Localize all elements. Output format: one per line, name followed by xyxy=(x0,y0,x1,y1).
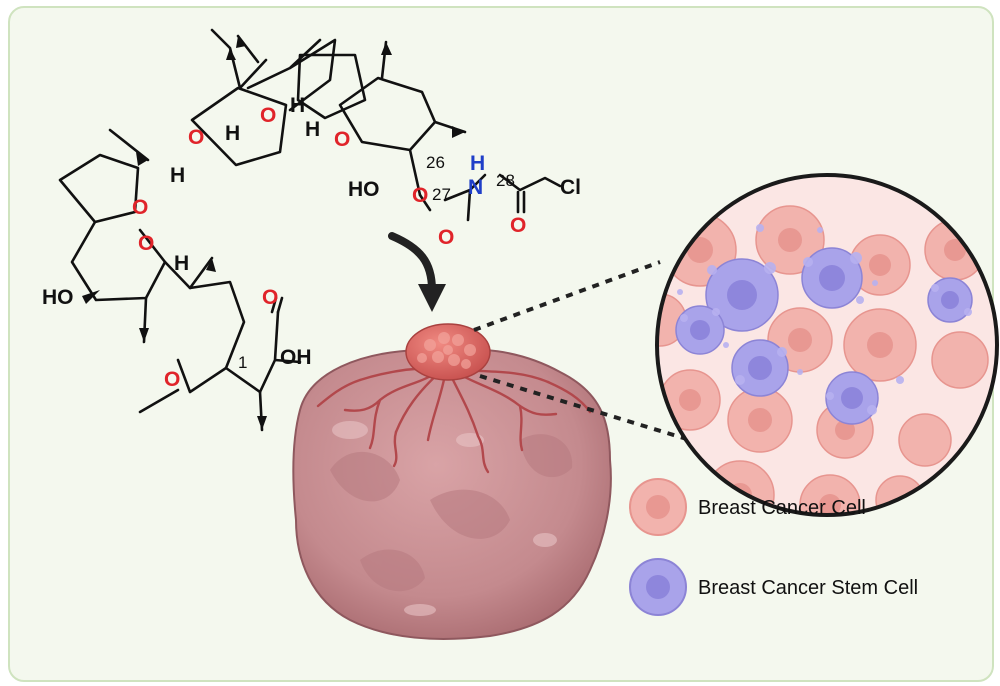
carbon-number-28: 28 xyxy=(496,171,515,190)
ring-thf-3 xyxy=(58,153,140,224)
atom-ho-left: HO xyxy=(42,286,74,309)
ring-thf-1 xyxy=(190,86,288,167)
carbamate-chain xyxy=(418,173,487,222)
atom-cl: Cl xyxy=(560,176,581,199)
chain-methyl xyxy=(188,256,214,290)
ring-thp xyxy=(338,76,437,152)
carbonyl-amide xyxy=(516,190,526,214)
atom-h-3: H xyxy=(290,94,305,117)
atom-o-ester: O xyxy=(412,184,428,207)
legend-item-stem-cell: Breast Cancer Stem Cell xyxy=(629,558,918,616)
methyl-left xyxy=(108,128,150,162)
atom-o-3: O xyxy=(334,128,350,151)
methoxy xyxy=(138,358,228,414)
atom-o-acid: O xyxy=(262,286,278,309)
carbon-number-27: 27 xyxy=(432,185,451,204)
legend: Breast Cancer Cell Breast Cancer Stem Ce… xyxy=(629,478,918,616)
side-chain xyxy=(163,260,262,394)
atom-o-1: O xyxy=(188,126,204,149)
ring-thf-2b xyxy=(296,53,367,120)
acid-chain xyxy=(258,310,302,394)
atom-h-1: H xyxy=(225,122,240,145)
atom-o-2: O xyxy=(260,104,276,127)
carbon-number-26: 26 xyxy=(426,153,445,172)
atom-o-4: O xyxy=(132,196,148,219)
atom-h-4: H xyxy=(305,118,320,141)
atom-h-5: H xyxy=(174,252,189,275)
spiro-ring xyxy=(70,220,167,302)
chain-26 xyxy=(408,148,422,197)
atom-h-2: H xyxy=(170,164,185,187)
curved-arrow xyxy=(388,232,446,312)
atom-oh-acid: OH xyxy=(280,346,312,369)
amide-chain xyxy=(498,173,562,192)
legend-label-cancer-cell: Breast Cancer Cell xyxy=(698,497,866,519)
atom-h-nh: H xyxy=(470,152,485,175)
carbon-number-1: 1 xyxy=(238,353,247,372)
atom-o-methoxy: O xyxy=(164,368,180,391)
atom-ho-top: HO xyxy=(348,178,380,201)
carbonyl-acid xyxy=(270,296,284,314)
tumor-illustration xyxy=(292,260,691,640)
magnified-cell-view xyxy=(655,173,999,517)
cancer-cells xyxy=(657,205,989,515)
atom-n: N xyxy=(468,176,483,199)
molecule-structure: O O O O O O O O O O H H H H H H N HO HO … xyxy=(42,28,581,432)
atom-o-amide: O xyxy=(510,214,526,237)
atom-o-carbamate: O xyxy=(438,226,454,249)
legend-item-cancer-cell: Breast Cancer Cell xyxy=(629,478,866,536)
legend-label-stem-cell: Breast Cancer Stem Cell xyxy=(698,577,918,599)
tumor-nodule xyxy=(405,323,491,381)
atom-o-5: O xyxy=(138,232,154,255)
molecule-wedges xyxy=(82,36,465,430)
